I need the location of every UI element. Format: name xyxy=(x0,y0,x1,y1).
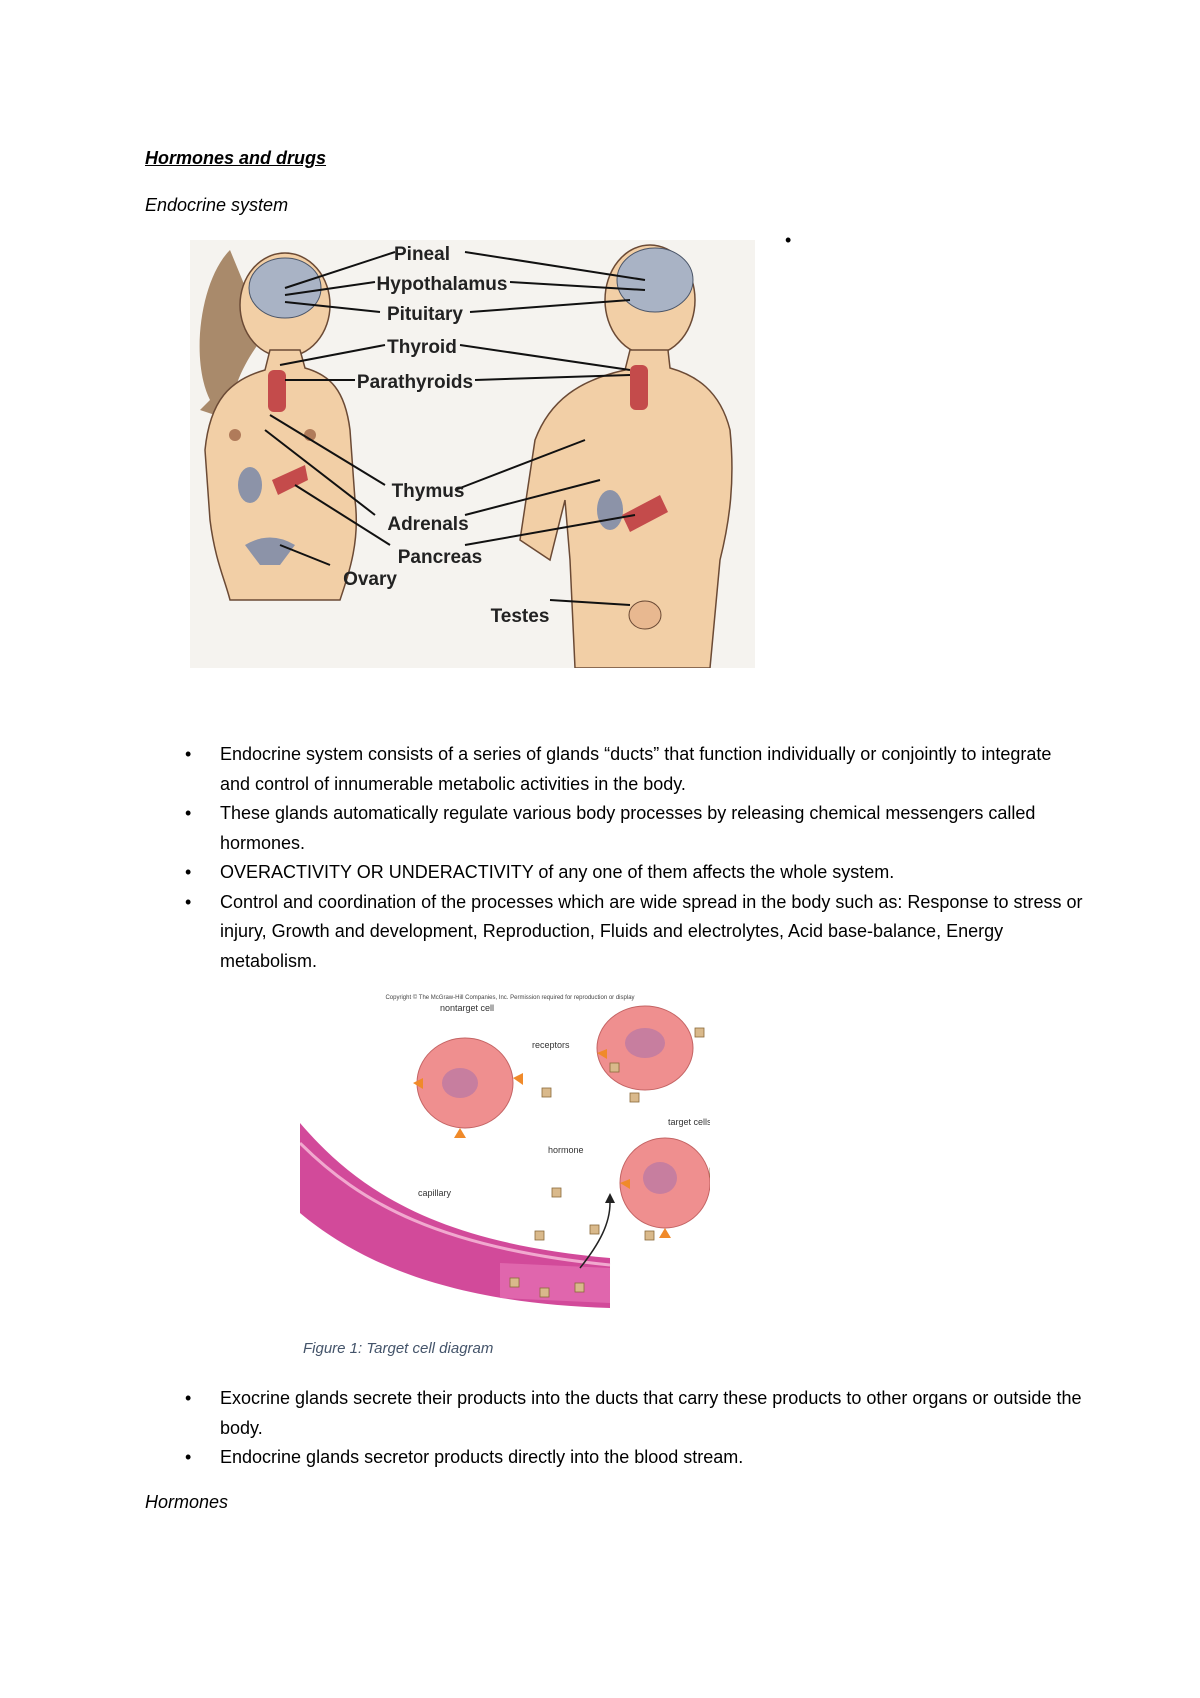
target-cell-bottom-nucleus xyxy=(643,1162,677,1194)
male-kidney xyxy=(597,490,623,530)
label-testes: Testes xyxy=(491,606,550,627)
female-torso xyxy=(204,349,358,601)
male-thyroid xyxy=(630,365,648,410)
bullet-list-endocrine: Endocrine system consists of a series of… xyxy=(185,740,1085,976)
figure-caption: Figure 1: Target cell diagram xyxy=(303,1340,494,1357)
male-testes xyxy=(628,600,662,630)
hormone-molecules xyxy=(509,1027,710,1298)
label-pineal: Pineal xyxy=(394,244,450,265)
female-hair xyxy=(199,250,265,420)
list-item: Control and coordination of the processe… xyxy=(185,888,1085,977)
gland-labels: Pineal Hypothalamus Pituitary Thyroid Pa… xyxy=(343,244,549,627)
endocrine-glands-figure: Pineal Hypothalamus Pituitary Thyroid Pa… xyxy=(190,240,755,668)
label-capillary: capillary xyxy=(418,1188,452,1198)
female-pancreas xyxy=(272,465,308,495)
target-cell-diagram: Copyright © The McGraw-Hill Companies, I… xyxy=(300,994,710,1308)
label-leader-lines xyxy=(264,251,646,606)
female-kidney xyxy=(238,467,262,503)
label-thymus: Thymus xyxy=(392,481,465,502)
receptors xyxy=(413,1049,671,1238)
label-pancreas: Pancreas xyxy=(398,547,483,568)
capillary-lumen xyxy=(500,1263,610,1303)
capillary-highlight xyxy=(300,1141,611,1267)
female-ovary xyxy=(245,537,295,565)
label-thyroid: Thyroid xyxy=(387,337,457,358)
male-brain xyxy=(616,247,694,313)
label-receptors: receptors xyxy=(532,1040,570,1050)
female-thyroid xyxy=(268,370,286,412)
document-title: Hormones and drugs xyxy=(145,148,327,168)
label-ovary: Ovary xyxy=(343,569,397,590)
arrow-head-icon xyxy=(605,1193,615,1203)
label-hormone: hormone xyxy=(548,1145,584,1155)
list-item: Endocrine system consists of a series of… xyxy=(185,740,1085,799)
list-item: Endocrine glands secretor products direc… xyxy=(185,1443,1085,1473)
figure-copyright: Copyright © The McGraw-Hill Companies, I… xyxy=(385,994,634,1001)
target-cell-top-nucleus xyxy=(625,1028,665,1058)
hormone-arrow xyxy=(579,1202,611,1269)
list-item: OVERACTIVITY OR UNDERACTIVITY of any one… xyxy=(185,858,1085,888)
male-pancreas xyxy=(622,495,668,532)
bullet-list-glands: Exocrine glands secrete their products i… xyxy=(185,1384,1085,1473)
figure2-labels: nontarget cell receptors target cells ho… xyxy=(418,1003,710,1198)
capillary xyxy=(300,1123,610,1308)
list-item: Exocrine glands secrete their products i… xyxy=(185,1384,1085,1443)
label-target-cells: target cells xyxy=(668,1117,710,1127)
female-breast-left xyxy=(229,429,241,441)
nontarget-cell-nucleus xyxy=(442,1068,478,1098)
male-torso xyxy=(519,349,733,668)
list-item: These glands automatically regulate vari… xyxy=(185,799,1085,858)
label-adrenals: Adrenals xyxy=(387,514,468,535)
section-heading-endocrine-system: Endocrine system xyxy=(145,195,289,215)
section-heading-hormones: Hormones xyxy=(145,1492,229,1512)
empty-bullet: • xyxy=(785,230,792,250)
label-hypothalamus: Hypothalamus xyxy=(377,274,508,295)
label-nontarget-cell: nontarget cell xyxy=(440,1003,494,1013)
label-parathyroids: Parathyroids xyxy=(357,372,473,393)
label-pituitary: Pituitary xyxy=(387,304,463,325)
